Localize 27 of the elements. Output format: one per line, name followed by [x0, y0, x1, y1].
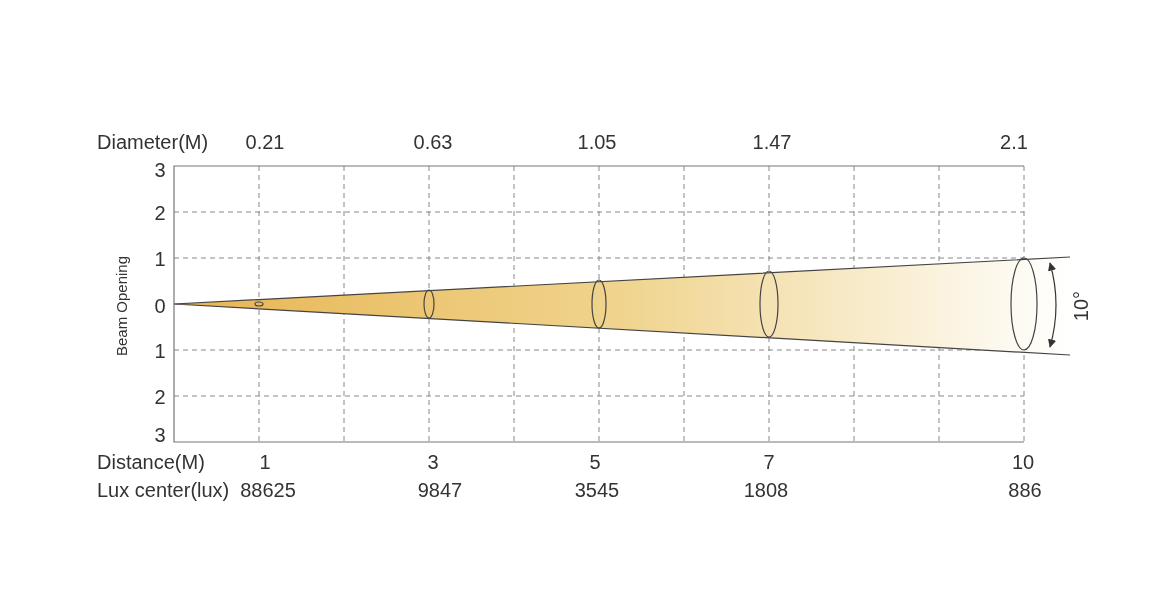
tick-label: 10	[1011, 451, 1035, 473]
tick-label: 3	[427, 451, 439, 473]
axis-title: Beam Opening	[112, 255, 131, 357]
value-label: 886	[1008, 479, 1042, 501]
tick-label: 3	[154, 159, 166, 181]
tick-label: 1	[259, 451, 271, 473]
tick-label: 0	[154, 295, 166, 317]
tick-label: 2	[154, 202, 166, 224]
value-label: 1808	[743, 479, 789, 501]
tick-label: 0.63	[413, 131, 453, 153]
value-label: 88625	[240, 479, 296, 501]
tick-label: 3	[154, 424, 166, 446]
tick-label: 1	[154, 248, 166, 270]
angle-label: 10°	[1070, 290, 1092, 322]
tick-label: 1.47	[752, 131, 792, 153]
tick-label: 0.21	[245, 131, 285, 153]
tick-label: 5	[589, 451, 601, 473]
value-label: 9847	[417, 479, 463, 501]
axis-title: Distance(M)	[97, 451, 205, 473]
tick-label: 1	[154, 340, 166, 362]
tick-label: 1.05	[577, 131, 617, 153]
tick-label: 2.1	[1000, 131, 1028, 153]
row-title: Lux center(lux)	[97, 479, 230, 501]
tick-label: 2	[154, 386, 166, 408]
tick-label: 7	[763, 451, 775, 473]
axis-title: Diameter(M)	[97, 131, 209, 153]
value-label: 3545	[574, 479, 620, 501]
